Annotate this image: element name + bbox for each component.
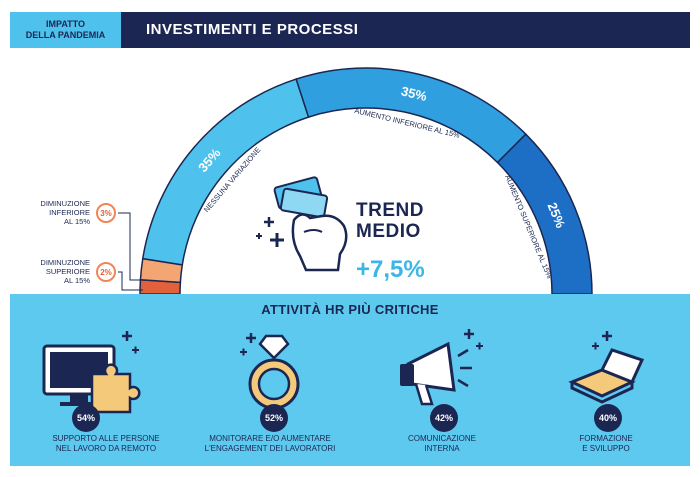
- activity-label-line2: NEL LAVORO DA REMOTO: [55, 444, 157, 453]
- connector-line-inferiore: [118, 212, 143, 281]
- trend-line2: MEDIO: [356, 221, 421, 242]
- gauge-value-label-3: 35%: [400, 83, 429, 104]
- diamond-ring-icon: [240, 333, 300, 410]
- header-tag-line2: DELLA PANDEMIA: [25, 30, 106, 40]
- activity-label: MONITORARE E/O AUMENTARE L'ENGAGEMENT DE…: [190, 434, 350, 454]
- activity-label: FORMAZIONE E SVILUPPO: [526, 434, 686, 454]
- side-label-superiore-line2: SUPERIORE: [45, 267, 90, 276]
- side-label-superiore-line1: DIMINUZIONE: [40, 258, 90, 267]
- activity-label: SUPPORTO ALLE PERSONE NEL LAVORO DA REMO…: [26, 434, 186, 454]
- side-label-inferiore-line1: DIMINUZIONE: [40, 199, 90, 208]
- activity-label-line1: SUPPORTO ALLE PERSONE: [52, 434, 160, 443]
- activity-training: 40% FORMAZIONE E SVILUPPO: [526, 324, 686, 466]
- activity-label-line2: INTERNA: [424, 444, 460, 453]
- activity-percent: 42%: [430, 404, 458, 432]
- activity-percent: 40%: [594, 404, 622, 432]
- activity-communication: 42% COMUNICAZIONE INTERNA: [362, 324, 522, 466]
- activity-engagement: 52% MONITORARE E/O AUMENTARE L'ENGAGEMEN…: [190, 324, 350, 466]
- hand-money-icon: [256, 176, 348, 272]
- header-bar: IMPATTO DELLA PANDEMIA INVESTIMENTI E PR…: [10, 12, 690, 48]
- header-tag-line1: IMPATTO: [46, 19, 85, 29]
- connector-line-superiore: [118, 271, 143, 291]
- side-label-inferiore-line2: INFERIORE: [49, 208, 90, 217]
- trend-value: +7,5%: [356, 256, 425, 283]
- activity-label-line2: L'ENGAGEMENT DEI LAVORATORI: [204, 444, 336, 453]
- trend-heading: TREND MEDIO: [356, 200, 424, 242]
- activities-title: ATTIVITÀ HR PIÙ CRITICHE: [261, 302, 439, 317]
- megaphone-icon: [400, 329, 483, 406]
- header-tag: IMPATTO DELLA PANDEMIA: [10, 12, 121, 48]
- activities-panel: ATTIVITÀ HR PIÙ CRITICHE 54% SUPPORTO AL…: [10, 294, 690, 466]
- side-value-inferiore: 3%: [96, 203, 116, 223]
- gauge-slices: [139, 67, 593, 295]
- page-title: INVESTIMENTI E PROCESSI: [146, 21, 359, 38]
- activity-label-line1: COMUNICAZIONE: [408, 434, 476, 443]
- computer-puzzle-icon: [42, 331, 141, 414]
- gauge-slice-3: [295, 67, 527, 164]
- side-label-inferiore: DIMINUZIONE INFERIORE AL 15%: [28, 199, 90, 226]
- gauge-slice-2: [141, 78, 310, 266]
- activity-label-line2: E SVILUPPO: [582, 444, 630, 453]
- activity-percent: 52%: [260, 404, 288, 432]
- activity-label-line1: MONITORARE E/O AUMENTARE: [209, 434, 331, 443]
- side-label-superiore-line3: AL 15%: [64, 276, 90, 285]
- side-label-superiore: DIMINUZIONE SUPERIORE AL 15%: [28, 258, 90, 285]
- activity-percent: 54%: [72, 404, 100, 432]
- side-label-inferiore-line3: AL 15%: [64, 217, 90, 226]
- activity-remote-support: 54% SUPPORTO ALLE PERSONE NEL LAVORO DA …: [26, 324, 186, 466]
- trend-line1: TREND: [356, 200, 424, 221]
- activity-label-line1: FORMAZIONE: [579, 434, 633, 443]
- open-book-icon: [568, 331, 645, 404]
- activity-label: COMUNICAZIONE INTERNA: [362, 434, 522, 454]
- side-value-superiore: 2%: [96, 262, 116, 282]
